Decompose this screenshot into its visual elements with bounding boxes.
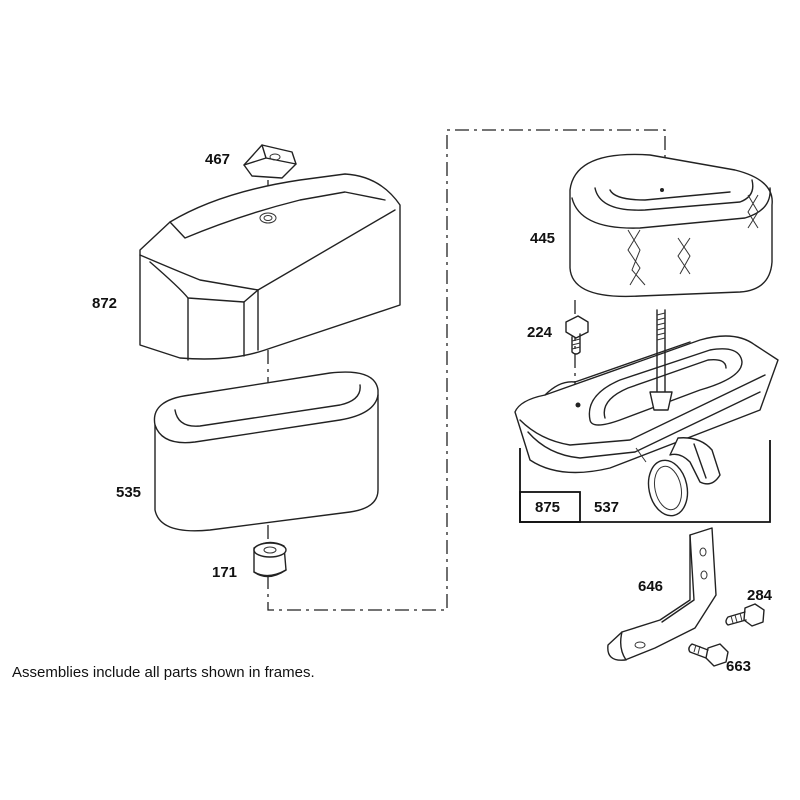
part-label-445: 445	[530, 230, 555, 247]
cover-872-drawing	[139, 173, 401, 361]
part-label-467: 467	[205, 151, 230, 168]
grommet-171-drawing	[253, 541, 287, 578]
base-assembly-drawing	[514, 309, 779, 523]
part-label-535: 535	[116, 484, 141, 501]
part-label-875: 875	[535, 499, 560, 516]
part-label-537: 537	[594, 499, 619, 516]
filter-445-drawing	[569, 153, 773, 298]
part-label-171: 171	[212, 564, 237, 581]
bracket-646-drawing	[607, 527, 717, 661]
precleaner-535-drawing	[153, 371, 379, 532]
part-label-663: 663	[726, 658, 751, 675]
screw-224-drawing	[565, 315, 589, 355]
part-label-224: 224	[527, 324, 553, 341]
knob-467-drawing	[243, 144, 297, 179]
part-label-284: 284	[747, 587, 773, 604]
part-label-872: 872	[92, 295, 117, 312]
screw-284-drawing	[725, 603, 765, 627]
part-label-646: 646	[638, 578, 663, 595]
assembly-note: Assemblies include all parts shown in fr…	[12, 664, 315, 681]
screw-663-drawing	[688, 643, 729, 667]
